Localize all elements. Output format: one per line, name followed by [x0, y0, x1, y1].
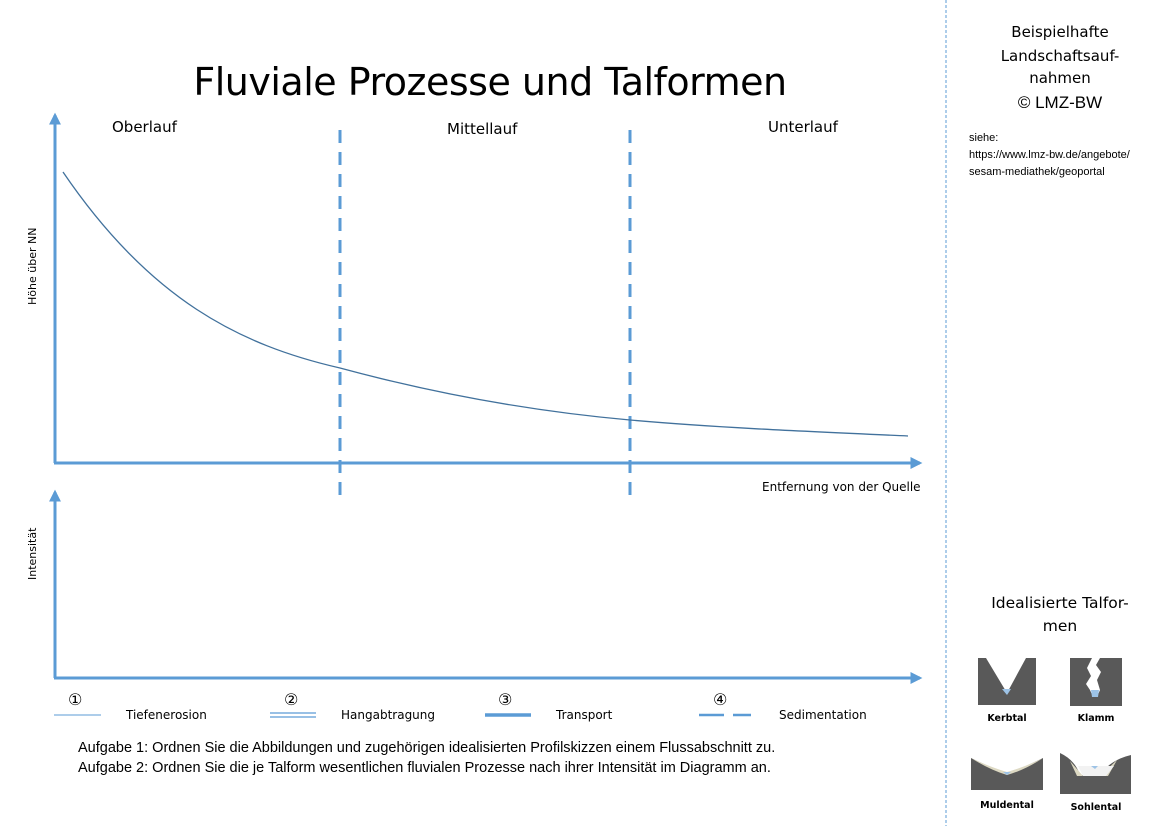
legend-number-3: ③ — [498, 690, 513, 709]
talform-label-muldental: Muldental — [980, 800, 1034, 811]
klamm-sketch — [1070, 658, 1122, 706]
sidebar-heading-line-2: Landschaftsauf- — [1000, 47, 1120, 65]
legend-number-4: ④ — [713, 690, 728, 709]
longitudinal-profile-curve — [62, 171, 909, 437]
legend-number-2: ② — [284, 690, 299, 709]
task-2: Aufgabe 2: Ordnen Sie die je Talform wes… — [78, 760, 771, 776]
legend-label-transport: Transport — [556, 708, 613, 722]
talform-label-klamm: Klamm — [1077, 713, 1115, 724]
sidebar-heading-line-3: nahmen — [1029, 69, 1091, 87]
talform-label-sohlental: Sohlental — [1070, 802, 1122, 813]
sidebar-note-link-2[interactable]: sesam-mediathek/geoportal — [969, 166, 1105, 178]
sidebar-note-line-1: siehe: — [969, 132, 999, 144]
legend-label-hangabtragung: Hangabtragung — [341, 708, 436, 722]
legend-label-sedimentation: Sedimentation — [779, 708, 867, 722]
legend-number-1: ① — [68, 690, 83, 709]
talformen-heading-line-2: men — [1042, 617, 1078, 635]
sohlental-sketch — [1060, 753, 1131, 794]
task-1: Aufgabe 1: Ordnen Sie die Abbildungen un… — [78, 740, 776, 756]
page-title: Fluviale Prozesse und Talformen — [193, 60, 787, 104]
y-axis-label-hoehe: Höhe über NN — [26, 227, 39, 305]
talformen-heading-line-1: Idealisierte Talfor- — [991, 594, 1129, 612]
sidebar-copyright: © LMZ-BW — [1017, 93, 1103, 112]
y-axis-label-intensitaet: Intensität — [26, 527, 39, 580]
talform-label-kerbtal: Kerbtal — [987, 713, 1027, 724]
sidebar-heading-line-1: Beispielhafte — [1011, 23, 1109, 41]
legend-label-tiefenerosion: Tiefenerosion — [126, 708, 207, 722]
section-label-unterlauf: Unterlauf — [768, 118, 838, 136]
section-label-mittellauf: Mittellauf — [447, 120, 518, 138]
section-label-oberlauf: Oberlauf — [112, 118, 177, 136]
sidebar-note-link-1[interactable]: https://www.lmz-bw.de/angebote/ — [969, 149, 1130, 161]
muldental-sketch — [971, 758, 1043, 790]
x-axis-label-entfernung: Entfernung von der Quelle — [762, 480, 921, 494]
kerbtal-sketch — [978, 658, 1036, 705]
